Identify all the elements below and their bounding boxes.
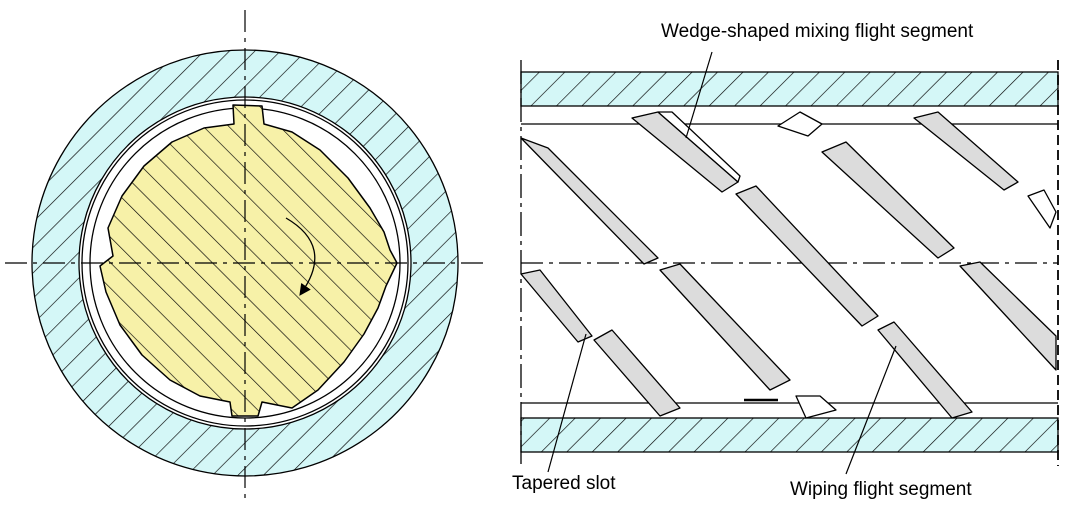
longitudinal-section-view xyxy=(520,51,1059,475)
flight-segment xyxy=(659,263,791,391)
flight-segment xyxy=(1027,189,1057,229)
flight-segment xyxy=(959,261,1057,371)
wedge-segment-label: Wedge-shaped mixing flight segment xyxy=(661,21,974,42)
screw-core xyxy=(99,104,398,417)
leader-wiping-segment xyxy=(845,345,897,475)
barrel-wall-bottom xyxy=(520,417,1059,453)
flight-segment xyxy=(657,111,741,183)
cross-section-view xyxy=(5,10,485,500)
leader-wedge-segment xyxy=(685,51,713,139)
barrel-wall-top xyxy=(520,71,1059,107)
flight-segment xyxy=(821,141,955,259)
leader-tapered-slot xyxy=(547,333,587,473)
barrel-ring xyxy=(31,49,459,477)
flight-segment xyxy=(520,137,659,265)
flight-segment xyxy=(877,321,973,419)
flight-segment xyxy=(593,329,681,417)
wiping-segment-label: Wiping flight segment xyxy=(790,479,972,500)
flight-segments xyxy=(520,111,1057,419)
flight-segment xyxy=(520,269,593,343)
flight-segment xyxy=(795,395,837,419)
tapered-slot-label: Tapered slot xyxy=(512,473,616,494)
rotation-arrow xyxy=(285,217,316,296)
flight-segment xyxy=(735,185,879,327)
flight-segment xyxy=(777,111,823,137)
flight-segment xyxy=(913,111,1019,191)
